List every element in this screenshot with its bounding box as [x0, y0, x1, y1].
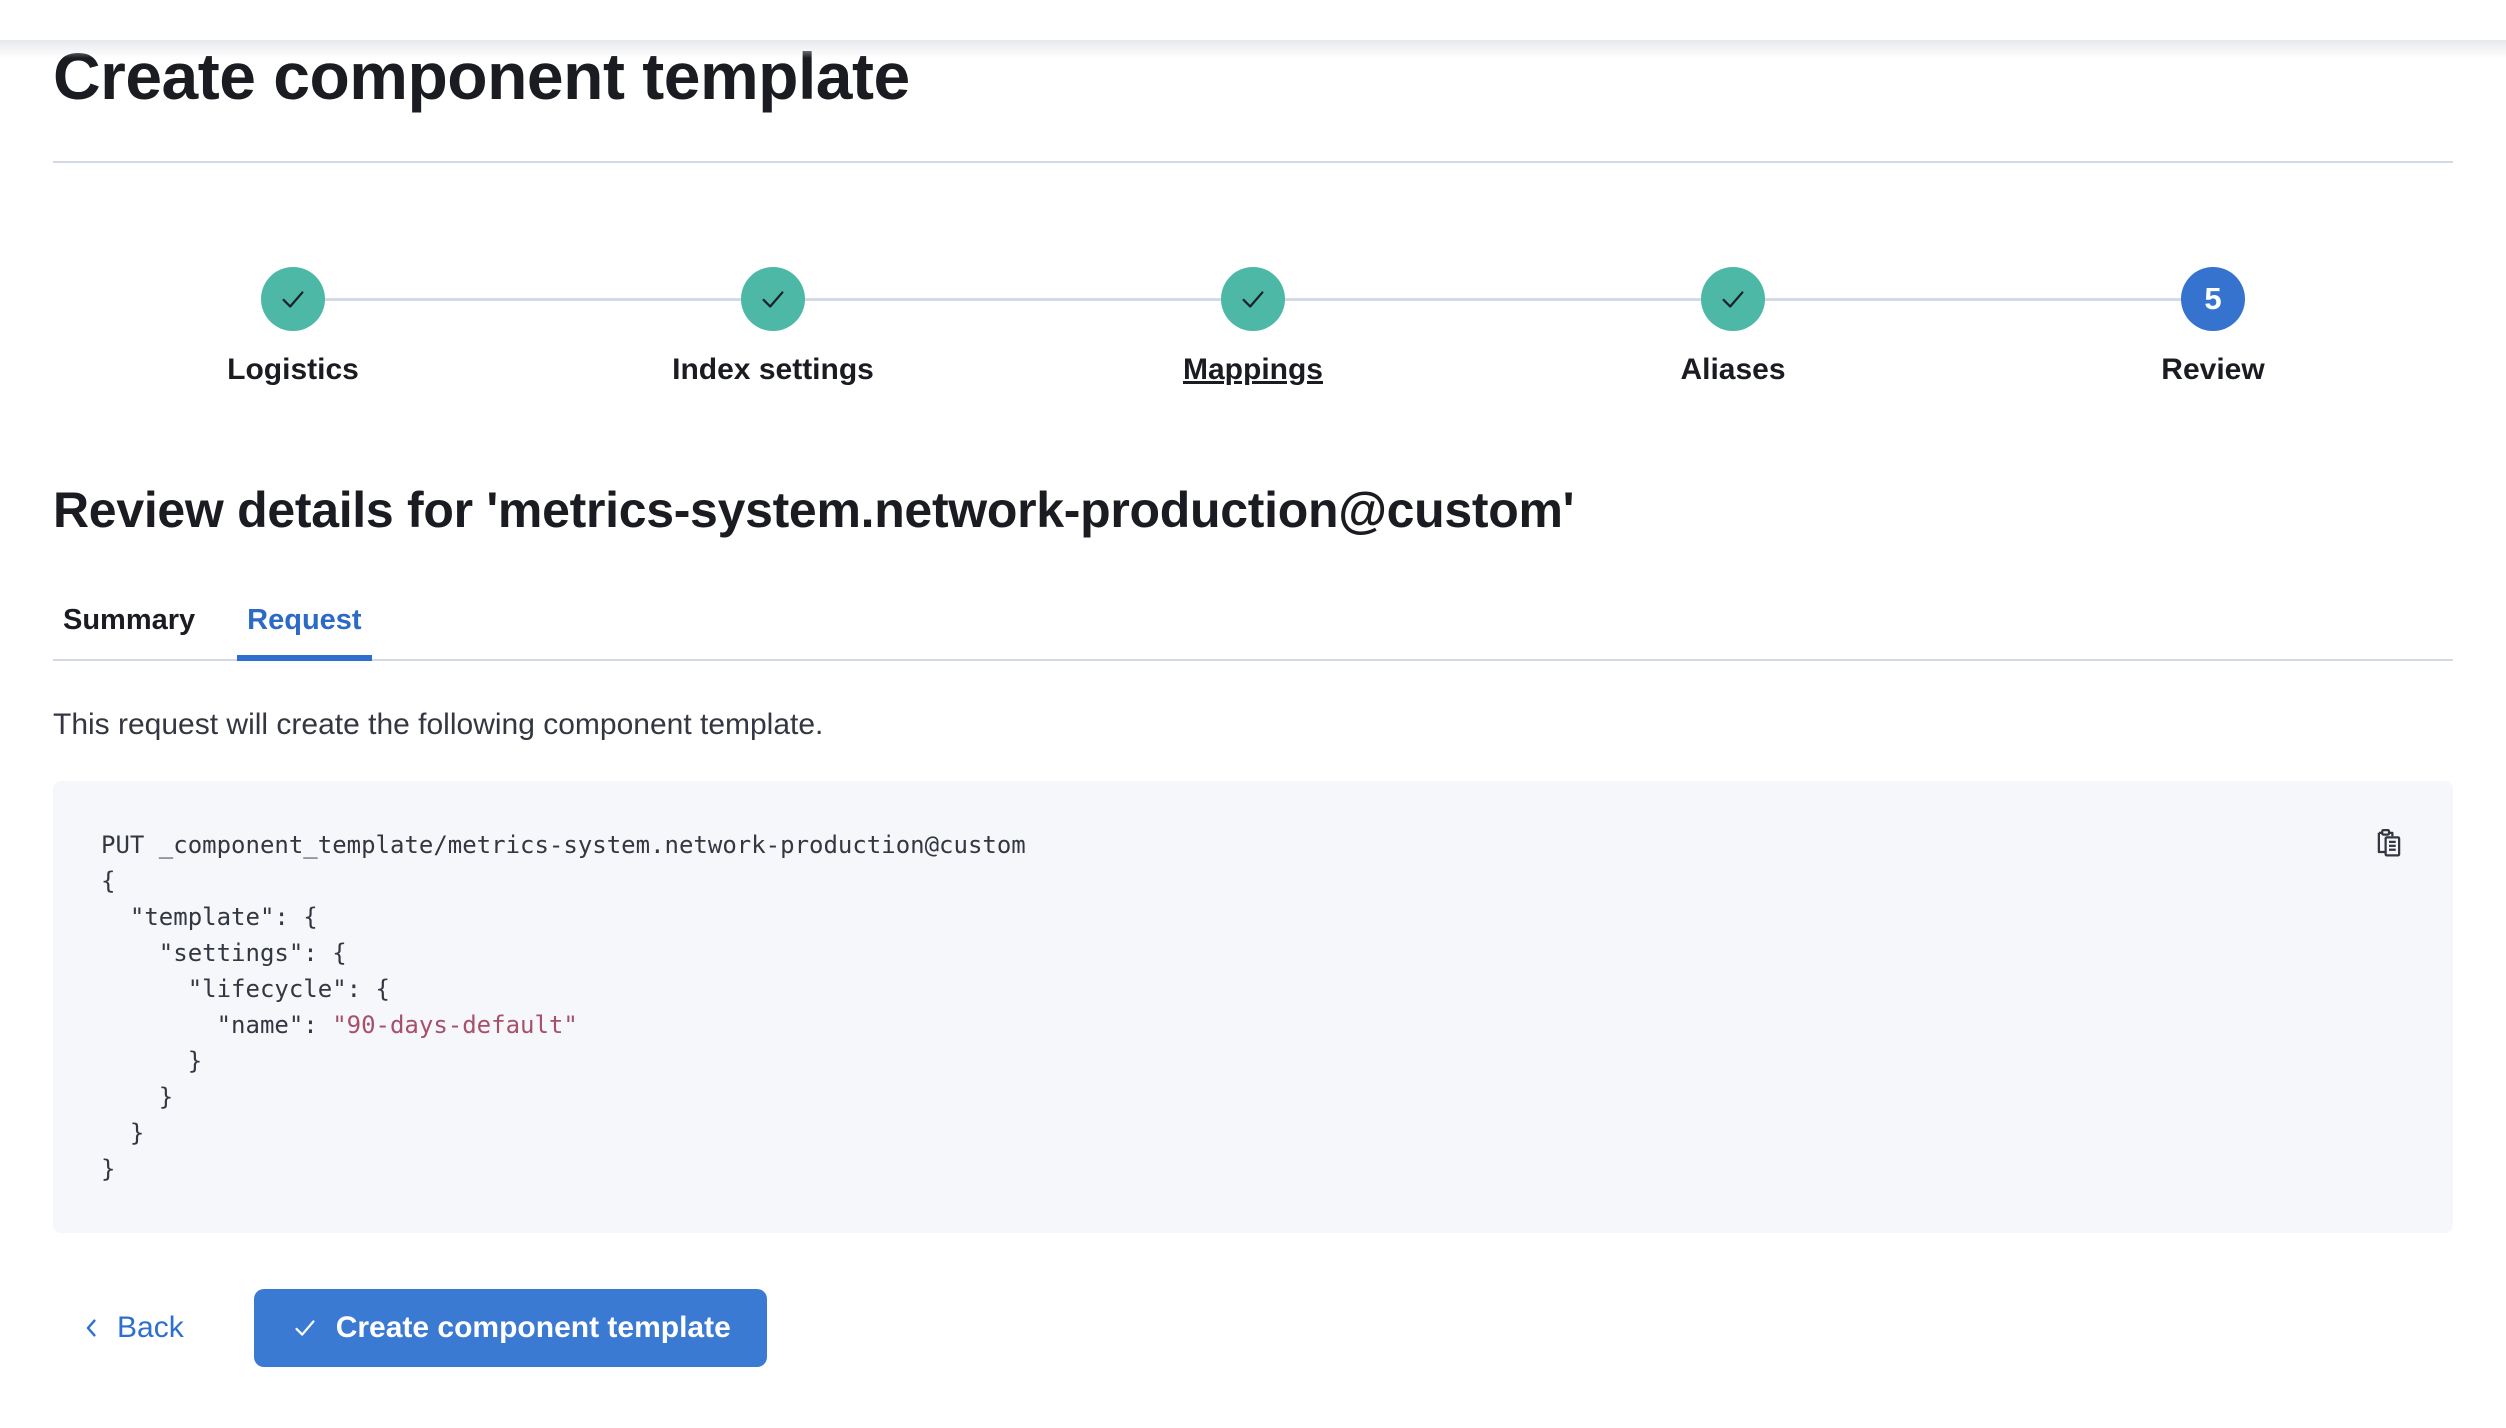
- code-string-value: "90-days-default": [332, 1010, 578, 1039]
- step-label: Index settings: [672, 352, 874, 386]
- check-icon: [1238, 284, 1268, 314]
- tab-request[interactable]: Request: [237, 604, 373, 661]
- step-complete-circle: [741, 266, 805, 331]
- review-tabs: Summary Request: [53, 604, 2453, 661]
- review-details-heading: Review details for 'metrics-system.netwo…: [53, 481, 1575, 538]
- step-current-circle: 5: [2181, 266, 2245, 331]
- code-line: {: [101, 866, 116, 895]
- create-component-template-button[interactable]: Create component template: [253, 1288, 767, 1367]
- copy-clipboard-icon: [2371, 825, 2407, 861]
- back-button-label: Back: [117, 1310, 184, 1344]
- check-icon: [290, 1313, 320, 1343]
- check-icon: [758, 284, 788, 314]
- step-complete-circle: [1221, 266, 1285, 331]
- code-line: }: [101, 1118, 145, 1147]
- step-label: Mappings: [1183, 352, 1323, 386]
- step-review[interactable]: 5 Review: [1973, 266, 2453, 387]
- step-label: Review: [2161, 352, 2265, 386]
- step-label: Logistics: [227, 352, 359, 386]
- footer-actions: Back Create component template: [53, 1288, 2453, 1367]
- check-icon: [1718, 284, 1748, 314]
- step-logistics[interactable]: Logistics: [53, 266, 533, 387]
- step-complete-circle: [1701, 266, 1765, 331]
- title-divider: [53, 160, 2453, 163]
- step-number: 5: [2204, 280, 2222, 316]
- step-complete-circle: [261, 266, 325, 331]
- request-code-block: PUT _component_template/metrics-system.n…: [53, 780, 2453, 1233]
- back-button[interactable]: Back: [65, 1311, 198, 1345]
- step-aliases[interactable]: Aliases: [1493, 266, 1973, 387]
- code-line: "lifecycle": {: [101, 974, 390, 1003]
- request-description: This request will create the following c…: [53, 707, 824, 741]
- code-line: "settings": {: [101, 938, 347, 967]
- top-shadow: [0, 40, 2506, 58]
- check-icon: [278, 284, 308, 314]
- tab-summary[interactable]: Summary: [53, 604, 205, 659]
- code-line: "name": "90-days-default": [101, 1010, 578, 1039]
- code-line: }: [101, 1082, 174, 1111]
- step-index-settings[interactable]: Index settings: [533, 266, 1013, 387]
- create-component-template-page: Create component template Logistics Inde…: [0, 40, 2506, 1367]
- step-label: Aliases: [1680, 352, 1786, 386]
- code-line: PUT _component_template/metrics-system.n…: [101, 830, 1026, 859]
- horizontal-stepper: Logistics Index settings Mappings: [53, 266, 2453, 387]
- code-line: }: [101, 1046, 203, 1075]
- chevron-left-icon: [79, 1315, 105, 1341]
- copy-button[interactable]: [2371, 825, 2407, 861]
- code-line: "template": {: [101, 902, 318, 931]
- submit-button-label: Create component template: [335, 1310, 731, 1344]
- step-mappings[interactable]: Mappings: [1013, 266, 1493, 387]
- code-line: }: [101, 1154, 116, 1183]
